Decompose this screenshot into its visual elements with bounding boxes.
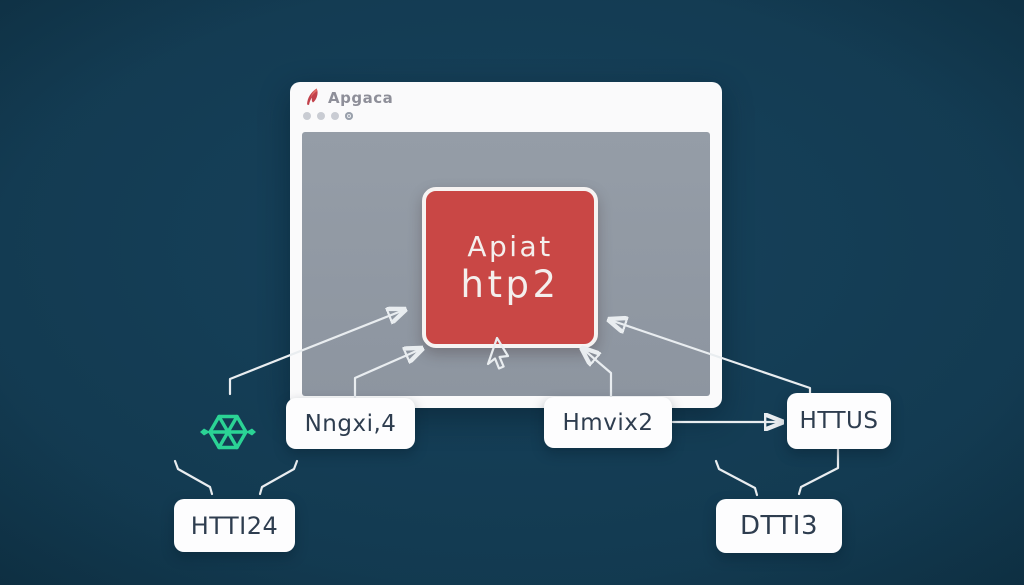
node-hmvix-label: Hmvix2	[562, 409, 654, 436]
node-htti24-label: HTTI24	[190, 511, 279, 540]
toolbar-dot-active[interactable]	[345, 112, 353, 120]
node-hmvix[interactable]: Hmvix2	[544, 397, 672, 448]
redbox-label-line1: Apiat	[467, 229, 553, 263]
connector-cluster-to-redbox	[228, 310, 404, 396]
hexagon-cluster-icon	[200, 414, 256, 450]
toolbar-dot[interactable]	[317, 112, 325, 120]
node-httus-label: HTTUS	[799, 408, 879, 434]
node-dtti3-label: DTTI3	[739, 511, 819, 541]
node-nginx-label: Nngxi,4	[304, 410, 397, 437]
redbox-label-line2: htp2	[460, 262, 560, 306]
funnel-left-arm-dtti3	[714, 459, 759, 497]
funnel-right-arm-htti24	[258, 459, 299, 496]
window-title: Apgaca	[328, 89, 394, 107]
funnel-left-arm-htti24	[173, 459, 214, 496]
funnel-right-arm-dtti3	[797, 447, 840, 496]
toolbar-dot[interactable]	[303, 112, 311, 120]
feather-logo-icon	[307, 88, 318, 105]
connector-httus-to-redbox	[610, 320, 812, 395]
toolbar-dot[interactable]	[331, 112, 339, 120]
mouse-cursor-icon	[486, 336, 510, 370]
connector-nginx-to-redbox	[353, 349, 421, 399]
browser-titlebar: Apgaca	[290, 82, 722, 132]
node-dtti3[interactable]: DTTI3	[716, 499, 842, 553]
node-nginx[interactable]: Nngxi,4	[286, 398, 415, 449]
redbox-apiat-htp2[interactable]: Apiat htp2	[422, 187, 598, 348]
toolbar-dots	[303, 112, 353, 120]
node-htti24[interactable]: HTTI24	[174, 499, 295, 552]
node-httus[interactable]: HTTUS	[787, 393, 891, 449]
connector-hmvix-to-redbox	[583, 349, 613, 399]
